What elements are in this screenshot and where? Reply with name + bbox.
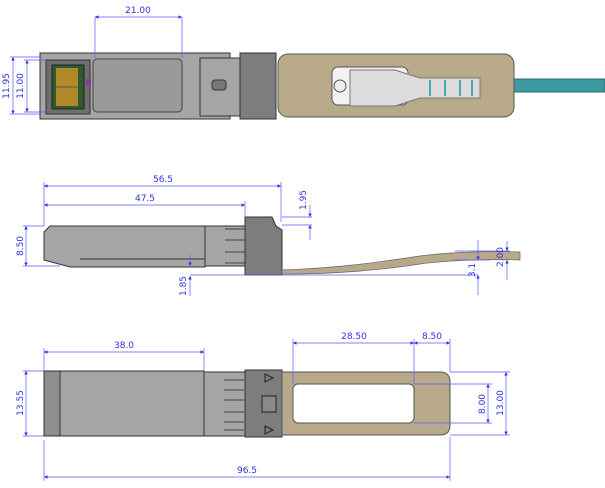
dimension-label: 47.5 bbox=[135, 194, 155, 204]
dimension-label: 11.00 bbox=[16, 73, 26, 99]
bottom-view: 38.0 28.50 8.50 13.55 8.00 13.00 bbox=[16, 332, 510, 481]
dimension-height: 8.50 bbox=[16, 225, 60, 267]
dimension-loop-outer-width: 13.00 bbox=[450, 371, 510, 436]
gear-icon bbox=[333, 79, 347, 93]
dimension-body-length: 47.5 bbox=[44, 194, 246, 217]
latch-springs bbox=[225, 228, 245, 264]
side-view: 56.5 47.5 8.50 1.95 1.85 3.1 bbox=[16, 175, 521, 296]
triangle-icon bbox=[264, 373, 275, 383]
latch-slot bbox=[211, 79, 227, 91]
dimension-label: 28.50 bbox=[341, 332, 367, 342]
dimension-body-length: 38.0 bbox=[43, 341, 205, 371]
dimension-label: 1.85 bbox=[179, 276, 189, 296]
cable bbox=[512, 78, 605, 93]
dimension-label: 21.00 bbox=[125, 6, 151, 16]
connector-end bbox=[43, 370, 61, 437]
dimension-total-length: 96.5 bbox=[43, 437, 451, 481]
dimension-cage-offset-top: 1.95 bbox=[282, 190, 312, 240]
dimension-label: 8.50 bbox=[16, 236, 26, 256]
latch-springs bbox=[224, 379, 244, 431]
strain-relief-boot bbox=[349, 69, 481, 107]
cage bbox=[239, 52, 277, 120]
cage-clip bbox=[261, 395, 277, 413]
pull-tab-side bbox=[281, 251, 521, 275]
dimension-label: 3.1 bbox=[468, 263, 478, 277]
module-body bbox=[43, 370, 205, 437]
contact-pins bbox=[56, 68, 78, 106]
triangle-icon bbox=[264, 425, 275, 435]
module-body bbox=[43, 225, 206, 268]
dimension-cable-thickness: 2.00 bbox=[496, 241, 509, 280]
label-window bbox=[92, 58, 183, 113]
dimension-window-length: 21.00 bbox=[94, 6, 183, 58]
dimension-label: 1.95 bbox=[299, 190, 309, 210]
pull-tab-opening bbox=[292, 383, 415, 424]
dimension-label: 2.00 bbox=[496, 247, 506, 267]
dimension-label: 96.5 bbox=[237, 466, 257, 476]
dimension-cable-drop: 3.1 bbox=[455, 240, 510, 295]
dimension-width: 13.55 bbox=[16, 370, 44, 437]
dimension-loop-inner-width: 8.00 bbox=[414, 383, 492, 424]
boot-ribs bbox=[429, 80, 473, 96]
dimension-label: 38.0 bbox=[114, 341, 134, 351]
latch bbox=[203, 371, 246, 437]
dimension-label: 13.55 bbox=[16, 390, 26, 416]
dimension-loop-end: 8.50 bbox=[414, 332, 451, 372]
dimension-label: 8.50 bbox=[422, 332, 442, 342]
latch bbox=[204, 225, 246, 267]
led-indicator bbox=[86, 79, 91, 86]
top-view: 21.00 11.95 11.00 bbox=[2, 6, 605, 120]
dimension-loop-inner-length: 28.50 bbox=[292, 332, 415, 384]
dimension-label: 56.5 bbox=[153, 175, 173, 185]
dimension-outer-height: 11.95 bbox=[2, 56, 40, 115]
dimension-label: 13.00 bbox=[496, 390, 506, 416]
dimension-label: 11.95 bbox=[2, 73, 12, 99]
dimension-label: 8.00 bbox=[478, 394, 488, 414]
dimension-inner-height: 11.00 bbox=[16, 59, 46, 113]
dimension-cage-offset-bottom: 1.85 bbox=[179, 255, 478, 296]
cage bbox=[244, 216, 283, 276]
